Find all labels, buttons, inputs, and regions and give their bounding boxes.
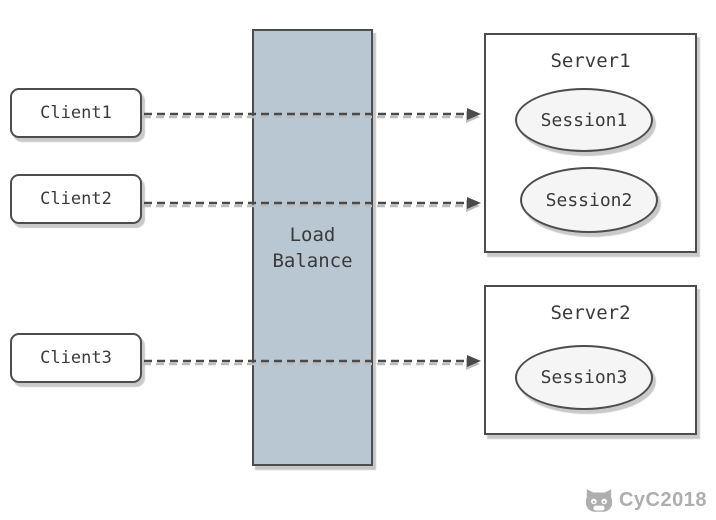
client3-box: Client3 [10, 333, 142, 383]
octocat-icon [584, 488, 614, 513]
server2-box: Server2 Session3 [484, 285, 697, 435]
session3-label: Session3 [540, 367, 628, 388]
session1-label: Session1 [540, 109, 628, 131]
watermark: CyC2018 [584, 488, 707, 513]
client3-label: Client3 [40, 348, 112, 368]
client2-label: Client2 [40, 189, 112, 209]
watermark-text: CyC2018 [618, 489, 707, 511]
server1-box: Server1 Session1 Session2 [484, 33, 697, 253]
session1-ellipse: Session1 [515, 88, 653, 152]
client2-box: Client2 [10, 174, 142, 224]
session2-label: Session2 [545, 189, 633, 211]
server2-label: Server2 [550, 302, 631, 324]
server1-label: Server1 [550, 50, 631, 72]
session3-ellipse: Session3 [515, 345, 653, 410]
session2-ellipse: Session2 [520, 167, 658, 233]
load-balancer-label: Load Balance [272, 223, 353, 272]
client1-label: Client1 [40, 103, 112, 123]
load-balancer-box: Load Balance [252, 29, 373, 466]
client1-box: Client1 [10, 88, 142, 138]
